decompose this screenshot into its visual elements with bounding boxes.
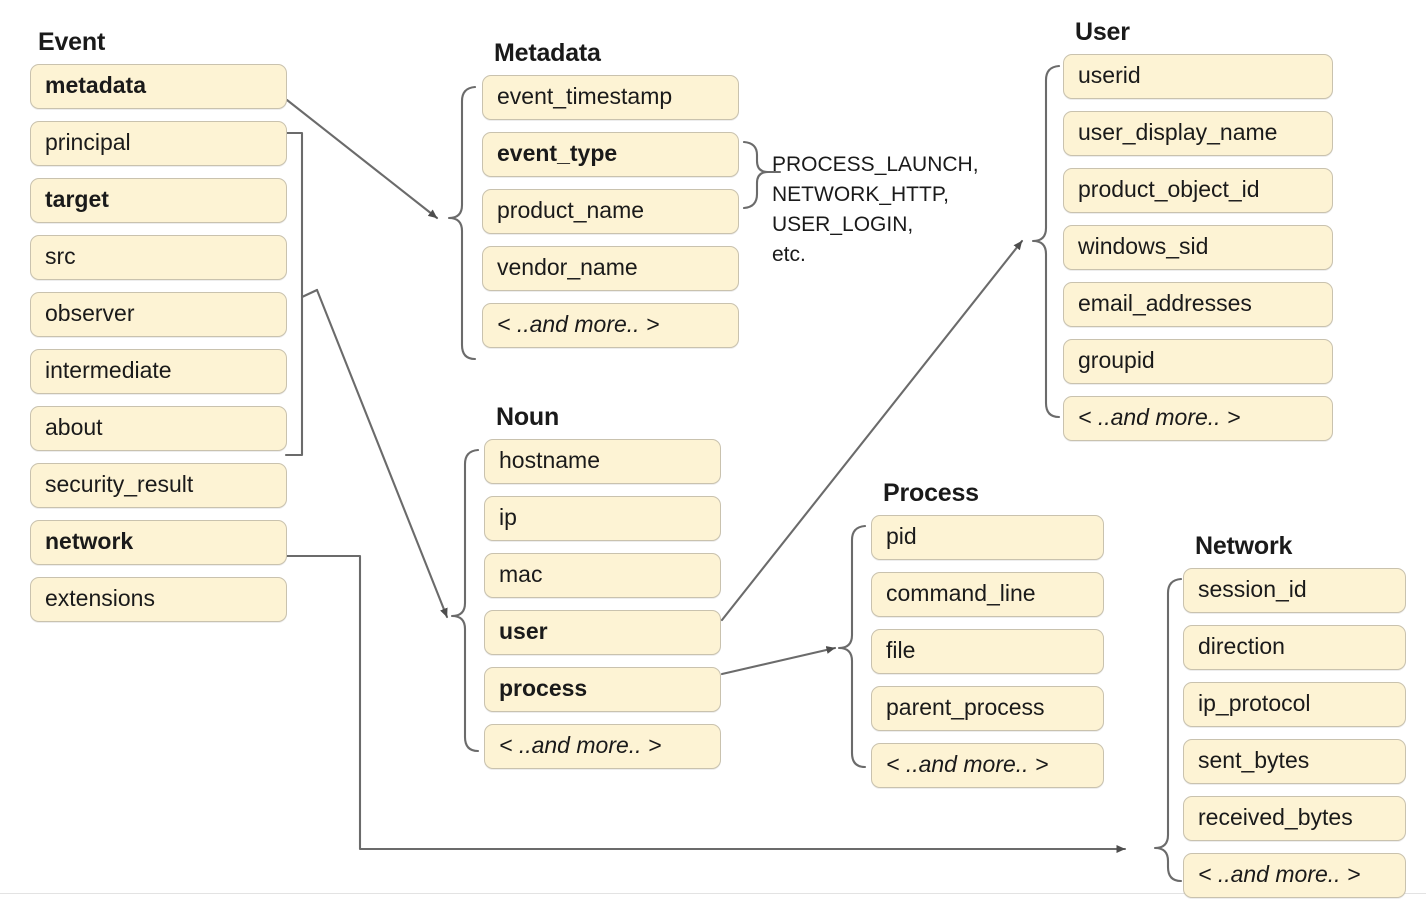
field-user-product_object_id[interactable]: product_object_id: [1063, 168, 1333, 213]
footer-hairline: [0, 893, 1426, 894]
field-noun-and-more[interactable]: < ..and more.. >: [484, 724, 721, 769]
field-event-observer[interactable]: observer: [30, 292, 287, 337]
field-user-user_display_name[interactable]: user_display_name: [1063, 111, 1333, 156]
group-title-process: Process: [883, 479, 979, 507]
field-event-intermediate[interactable]: intermediate: [30, 349, 287, 394]
field-metadata-and-more[interactable]: < ..and more.. >: [482, 303, 739, 348]
group-title-user: User: [1075, 18, 1130, 46]
event-type-enum-brace: [742, 140, 770, 210]
field-process-parent_process[interactable]: parent_process: [871, 686, 1104, 731]
field-list-user: userid user_display_name product_object_id…: [1063, 54, 1333, 441]
connector-network: [285, 554, 1127, 853]
field-user-and-more[interactable]: < ..and more.. >: [1063, 396, 1333, 441]
field-network-sent_bytes[interactable]: sent_bytes: [1183, 739, 1406, 784]
field-user-windows_sid[interactable]: windows_sid: [1063, 225, 1333, 270]
group-event: Event metadata principal target src observer…: [30, 30, 287, 622]
field-event-network[interactable]: network: [30, 520, 287, 565]
event-subgroup-bracket-stub: [300, 288, 319, 299]
group-noun: Noun hostname ip mac user process < ..and mor…: [484, 405, 721, 769]
group-title-noun: Noun: [496, 403, 560, 431]
field-noun-hostname[interactable]: hostname: [484, 439, 721, 484]
field-list-noun: hostname ip mac user process < ..and more.. >: [484, 439, 721, 769]
connector-process: [720, 646, 837, 676]
field-event-metadata[interactable]: metadata: [30, 64, 287, 109]
connector-noun: [315, 288, 449, 619]
field-event-security_result[interactable]: security_result: [30, 463, 287, 508]
field-noun-user[interactable]: user: [484, 610, 721, 655]
field-user-userid[interactable]: userid: [1063, 54, 1333, 99]
group-title-metadata: Metadata: [494, 39, 601, 67]
field-process-pid[interactable]: pid: [871, 515, 1104, 560]
field-network-direction[interactable]: direction: [1183, 625, 1406, 670]
group-title-network: Network: [1195, 532, 1293, 560]
field-network-session_id[interactable]: session_id: [1183, 568, 1406, 613]
field-metadata-event_timestamp[interactable]: event_timestamp: [482, 75, 739, 120]
field-event-extensions[interactable]: extensions: [30, 577, 287, 622]
field-event-about[interactable]: about: [30, 406, 287, 451]
field-process-command_line[interactable]: command_line: [871, 572, 1104, 617]
process-brace: [837, 524, 867, 769]
field-list-network: session_id direction ip_protocol sent_bytes…: [1183, 568, 1406, 898]
field-user-email_addresses[interactable]: email_addresses: [1063, 282, 1333, 327]
field-noun-ip[interactable]: ip: [484, 496, 721, 541]
field-network-and-more[interactable]: < ..and more.. >: [1183, 853, 1406, 898]
noun-brace: [450, 448, 480, 753]
field-metadata-vendor_name[interactable]: vendor_name: [482, 246, 739, 291]
user-brace: [1031, 64, 1061, 419]
field-user-groupid[interactable]: groupid: [1063, 339, 1333, 384]
field-noun-mac[interactable]: mac: [484, 553, 721, 598]
event-subgroup-bracket: [284, 131, 304, 457]
field-event-src[interactable]: src: [30, 235, 287, 280]
network-brace: [1153, 577, 1183, 883]
field-event-target[interactable]: target: [30, 178, 287, 223]
connector-user: [720, 239, 1024, 622]
field-metadata-event_type[interactable]: event_type: [482, 132, 739, 177]
field-process-file[interactable]: file: [871, 629, 1104, 674]
connector-metadata: [285, 98, 439, 220]
field-noun-process[interactable]: process: [484, 667, 721, 712]
metadata-brace: [447, 85, 477, 361]
group-user: User userid user_display_name product_obje…: [1063, 20, 1333, 441]
field-metadata-product_name[interactable]: product_name: [482, 189, 739, 234]
field-network-received_bytes[interactable]: received_bytes: [1183, 796, 1406, 841]
field-process-and-more[interactable]: < ..and more.. >: [871, 743, 1104, 788]
field-list-event: metadata principal target src observer interm…: [30, 64, 287, 622]
field-network-ip_protocol[interactable]: ip_protocol: [1183, 682, 1406, 727]
group-title-event: Event: [38, 28, 106, 56]
event-type-enum-label: PROCESS_LAUNCH, NETWORK_HTTP, USER_LOGIN…: [772, 153, 979, 266]
field-event-principal[interactable]: principal: [30, 121, 287, 166]
